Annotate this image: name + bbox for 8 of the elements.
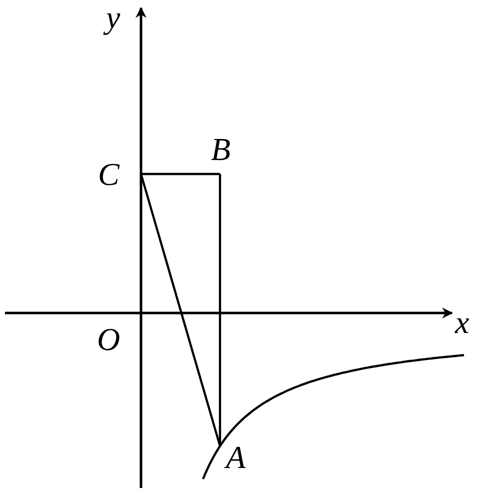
line-segment [140, 174, 222, 446]
point-label: C [98, 157, 120, 191]
point-label: B [211, 132, 231, 166]
axis-label: x [455, 305, 470, 339]
point-label: A [226, 440, 246, 474]
origin-label: O [97, 322, 120, 356]
line-segment [218, 174, 222, 446]
line-segment [141, 172, 220, 176]
